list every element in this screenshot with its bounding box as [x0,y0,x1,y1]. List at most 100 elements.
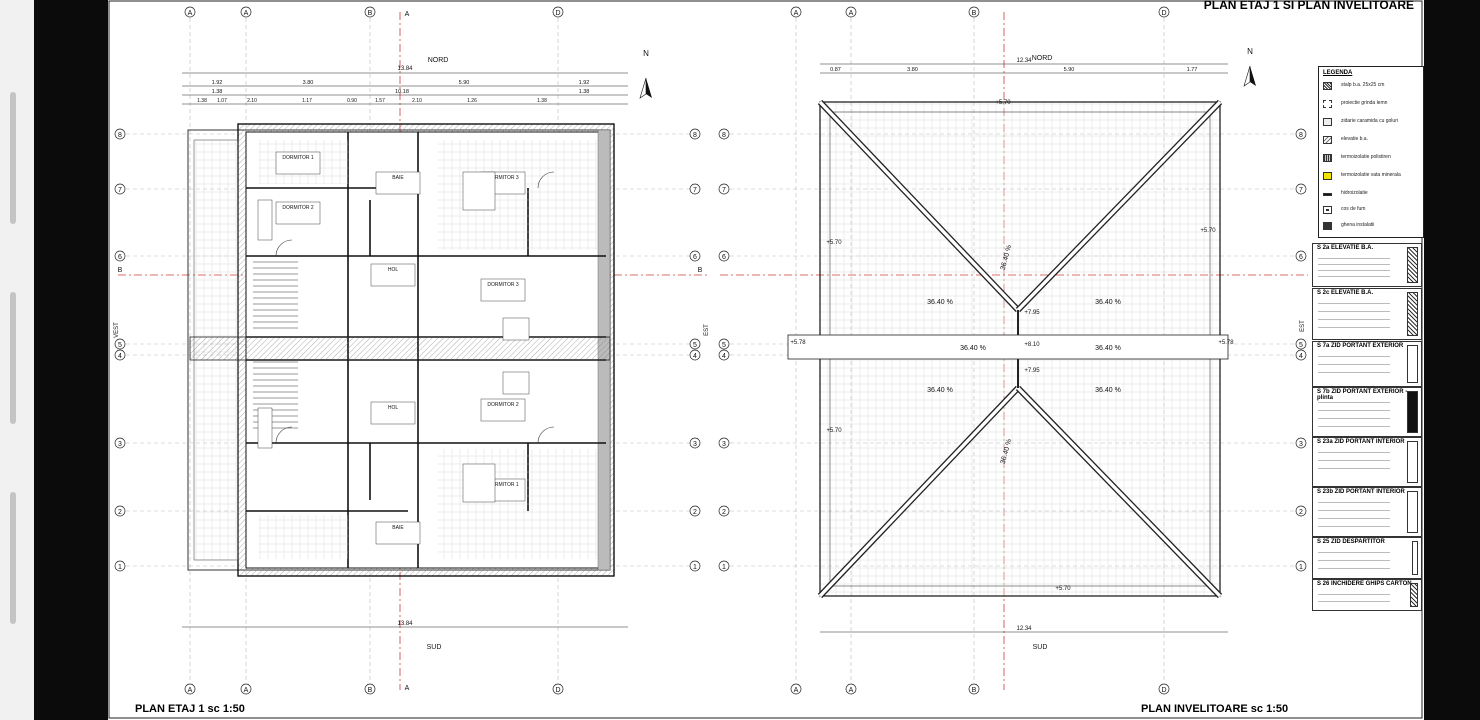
section-detail-card: S 7a ZID PORTANT EXTERIOR [1312,341,1422,387]
section-hatch-icon [1407,441,1418,483]
section-detail-card: S 2c ELEVATIE B.A. [1312,288,1422,340]
room-label: HOL [388,405,399,411]
section-detail-card: S 7b ZID PORTANT EXTERIOR - plinta [1312,387,1422,437]
slope-label: 36.40 % [1095,387,1121,394]
axis-bubble [718,349,730,361]
axis-bubble [689,560,701,572]
axis-label: 2 [722,509,726,516]
level-label: +7.95 [1024,368,1040,374]
axis-bubble [1295,560,1307,572]
axis-bubble [689,437,701,449]
axis-label: A [188,687,193,694]
section-label: A [405,685,410,692]
section-detail-card: S 26 INCHIDERE GHIPS CARTON [1312,579,1422,611]
dim-value: 1.38 [579,89,590,95]
axis-bubble [689,505,701,517]
axis-label: B [972,10,977,17]
south-label: SUD [427,644,442,651]
section-hatch-icon [1407,491,1418,533]
axis-bubble [790,683,802,695]
axis-bubble [845,683,857,695]
room-tag [370,401,416,425]
slope-label: 36.40 % [960,345,986,352]
axis-label: 5 [118,342,122,349]
axis-bubble [718,250,730,262]
section-hatch-icon [1410,583,1418,607]
dim-value: 1.17 [302,98,312,104]
scroll-handle-1[interactable] [10,92,16,224]
axis-label: 4 [693,353,697,360]
furniture-bed [257,199,273,241]
north-label: NORD [1032,55,1053,62]
axis-label: 6 [118,254,122,261]
elevation-swatch-icon [1323,136,1332,144]
axis-label: 8 [118,132,122,139]
sheet-border [108,0,1423,719]
dim-value: 1.38 [197,98,207,104]
axis-label: D [555,687,560,694]
axis-bubble [968,683,980,695]
dim-value: 1.38 [212,89,223,95]
room-tag [375,521,421,545]
furniture-bed [502,371,530,395]
axis-bubble [114,560,126,572]
axis-bubble [718,183,730,195]
axis-label: 1 [1299,564,1303,571]
mineral-wool-swatch-icon [1323,172,1332,180]
door-swing [275,426,293,444]
axis-bubble [718,128,730,140]
room-tag [370,263,416,287]
room-tag [375,171,421,195]
axis-label: 4 [722,353,726,360]
level-label: +5.78 [790,340,806,346]
dim-value: 2.10 [412,98,422,104]
scroll-handle-2[interactable] [10,292,16,424]
dim-value: 12.34 [1016,58,1032,64]
door-swing [537,171,555,189]
room-tag [480,278,526,302]
waterproofing-swatch-icon [1323,193,1332,196]
section-label: B [118,267,123,274]
axis-label: D [555,10,560,17]
axis-label: 4 [118,353,122,360]
axis-label: 7 [722,187,726,194]
dim-value: 13.84 [397,621,413,627]
north-arrow-icon [1250,66,1256,86]
axis-bubble [114,437,126,449]
room-floor [258,515,348,559]
axis-label: 3 [1299,441,1303,448]
furniture-bed [257,407,273,449]
dim-value: 0.90 [347,98,357,104]
room-label: DORMITOR 3 [487,175,519,181]
dim-value: 10.18 [395,89,409,95]
slope-label: 36.40 % [1095,299,1121,306]
brick-swatch-icon [1323,118,1332,126]
legend-item: proiectie grinda lemn [1323,99,1423,109]
axis-label: 6 [722,254,726,261]
axis-label: B [368,687,373,694]
section-hatch-icon [1412,541,1418,575]
room-label: BAIE [392,175,404,181]
room-label: HOL [388,267,399,273]
section-hatch-icon [1407,391,1418,433]
level-label: +5.70 [826,428,842,434]
axis-label: 1 [693,564,697,571]
axis-bubble [689,250,701,262]
scroll-handle-3[interactable] [10,492,16,624]
axis-label: B [368,10,373,17]
room-label: DORMITOR 2 [487,402,519,408]
legend-item: stalp b.a. 25x25 cm [1323,81,1423,91]
axis-bubble [689,349,701,361]
north-arrow-icon [1243,65,1251,87]
axis-bubble [1158,6,1170,18]
axis-bubble [1158,683,1170,695]
legend-item: cos de fum [1323,205,1423,215]
legend-box: LEGENDA stalp b.a. 25x25 cm proiectie gr… [1318,66,1424,238]
axis-label: 6 [693,254,697,261]
compass-n-label: N [1247,47,1253,56]
furniture-bed [462,463,496,503]
axis-label: 2 [693,509,697,516]
axis-bubble [364,6,376,18]
